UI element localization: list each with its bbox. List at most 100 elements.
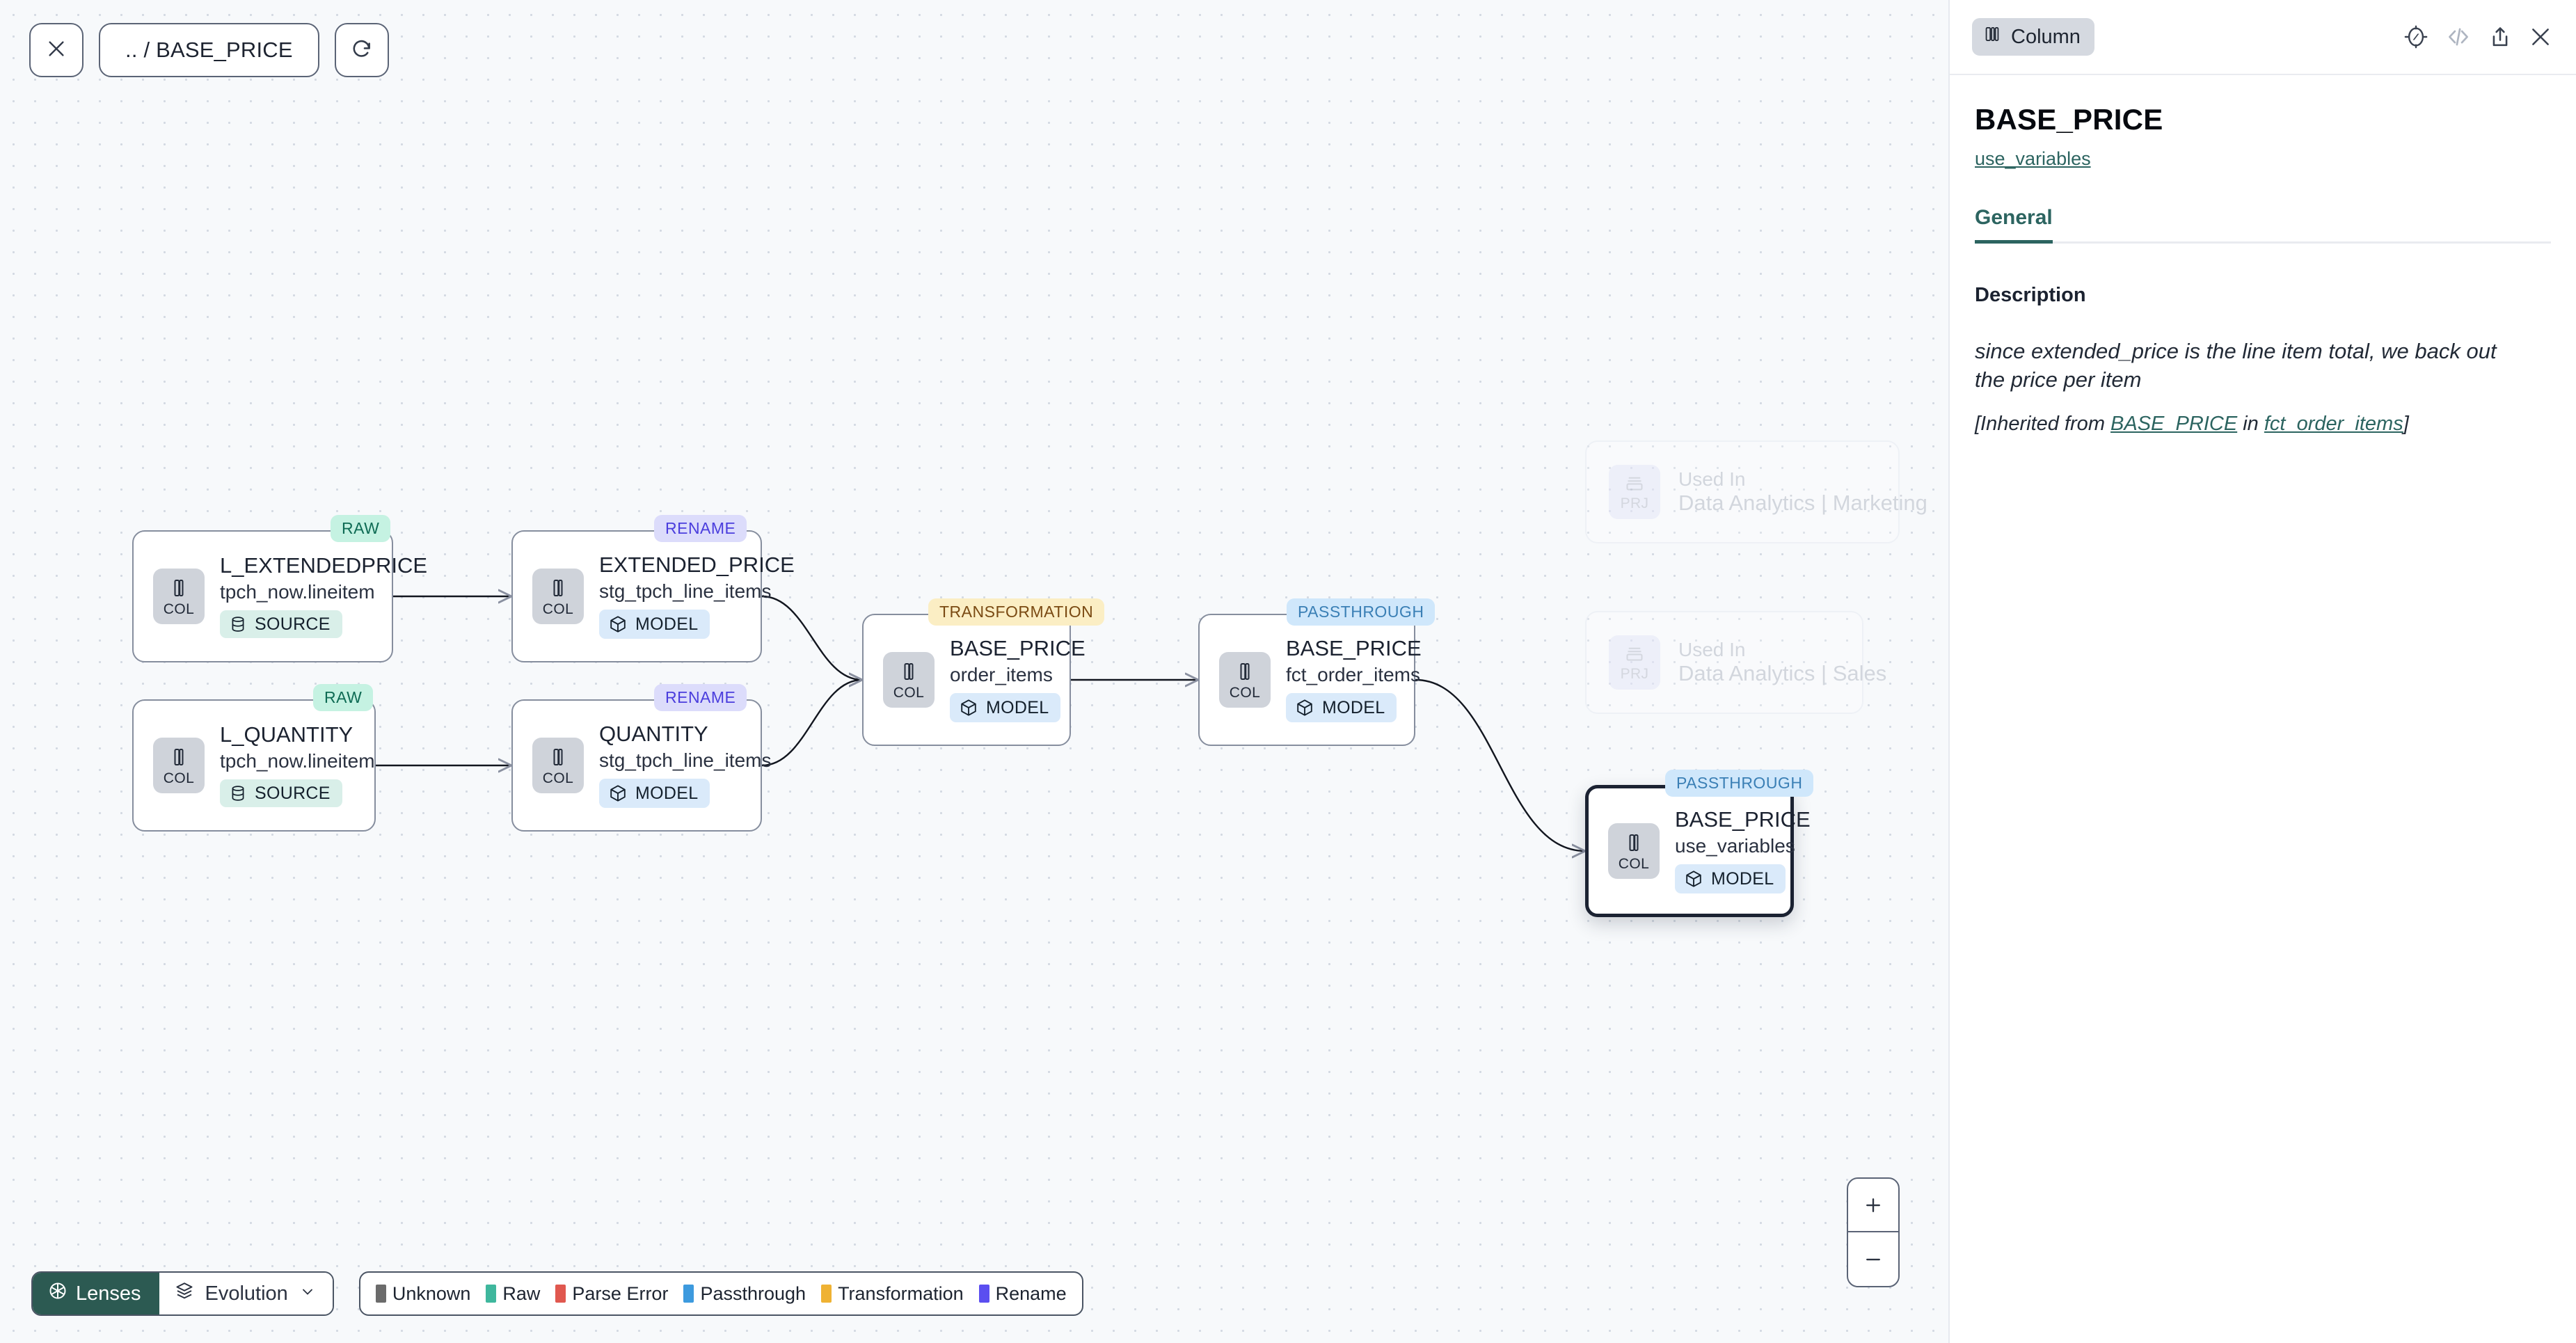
description-label: Description <box>1975 284 2086 306</box>
layers-icon <box>175 1281 194 1306</box>
zoom-out-button[interactable] <box>1848 1232 1898 1286</box>
legend-item[interactable]: Unknown <box>375 1283 470 1305</box>
cube-icon <box>610 785 626 802</box>
inherited-note: [Inherited from BASE_PRICE in fct_order_… <box>1975 413 2551 436</box>
inherited-column-link[interactable]: BASE_PRICE <box>2110 412 2238 435</box>
column-icon <box>553 580 563 597</box>
node-status-tag: RENAME <box>654 684 747 711</box>
node-title: BASE_PRICE <box>1675 806 1811 832</box>
evolution-label: Evolution <box>205 1282 288 1305</box>
project-type-chip: PRJ <box>1609 635 1660 690</box>
node-title: BASE_PRICE <box>1286 635 1422 660</box>
zoom-controls <box>1847 1177 1900 1287</box>
inherited-prefix: [Inherited from <box>1975 412 2111 435</box>
node-type-chip: COL <box>1608 823 1660 879</box>
node-title: BASE_PRICE <box>950 635 1086 660</box>
tab-general[interactable]: General <box>1975 206 2072 244</box>
parent-model-link[interactable]: use_variables <box>1975 148 2091 169</box>
edge-fctorderitems-to-usevariables <box>1415 678 1585 851</box>
node-subtitle: use_variables <box>1675 835 1795 857</box>
used-in-kicker: Used In <box>1678 468 1746 491</box>
node-kind-label: MODEL <box>635 614 699 634</box>
legend-label: Rename <box>995 1282 1067 1304</box>
refresh-button[interactable] <box>334 23 389 77</box>
compass-icon[interactable] <box>2403 24 2428 49</box>
node-kind-badge: MODEL <box>599 610 710 639</box>
node-subtitle: stg_tpch_line_items <box>599 749 772 772</box>
evolution-dropdown[interactable]: Evolution <box>159 1273 333 1314</box>
legend-swatch <box>683 1285 694 1303</box>
close-icon <box>46 38 67 63</box>
used-in-title: Data Analytics | Marketing <box>1678 491 1927 516</box>
node-type-chip: COL <box>532 738 584 793</box>
entity-type-chip[interactable]: Column <box>1972 18 2094 56</box>
node-type-label: COL <box>893 685 925 701</box>
column-icon <box>174 749 184 766</box>
legend-label: Raw <box>502 1282 541 1304</box>
node-status-tag: RAW <box>331 515 391 542</box>
node-type-label: COL <box>1618 856 1650 872</box>
cube-icon <box>961 699 976 717</box>
chevron-down-icon <box>299 1282 316 1305</box>
node-subtitle: tpch_now.lineitem <box>220 581 375 603</box>
node-kind-badge: MODEL <box>599 779 710 809</box>
node-status-tag: RAW <box>313 684 374 711</box>
close-panel-icon[interactable] <box>2529 25 2552 49</box>
project-type-label: PRJ <box>1620 666 1649 682</box>
legend-item[interactable]: Rename <box>978 1282 1067 1305</box>
column-icon <box>1240 663 1250 681</box>
node-type-chip: COL <box>532 569 584 624</box>
database-icon <box>232 786 244 802</box>
inherited-model-link[interactable]: fct_order_items <box>2264 412 2403 435</box>
node-type-chip: COL <box>883 652 935 708</box>
node-subtitle: tpch_now.lineitem <box>220 750 375 772</box>
node-kind-badge: MODEL <box>1675 864 1786 894</box>
legend-swatch <box>821 1285 832 1303</box>
legend-swatch <box>555 1285 566 1303</box>
node-status-tag: TRANSFORMATION <box>928 598 1105 626</box>
lenses-control-group: Lenses Evolution <box>31 1271 334 1316</box>
legend-item[interactable]: Raw <box>486 1283 540 1305</box>
node-kind-label: MODEL <box>1322 697 1385 717</box>
node-type-chip: COL <box>153 738 205 793</box>
close-graph-button[interactable] <box>29 23 84 77</box>
node-type-chip: COL <box>1219 652 1271 708</box>
minus-icon <box>1866 1258 1880 1260</box>
details-panel-header: Column <box>1950 0 2576 75</box>
legend-item[interactable]: Parse Error <box>555 1283 668 1305</box>
legend-item[interactable]: Transformation <box>821 1283 964 1305</box>
node-kind-label: MODEL <box>1711 868 1774 889</box>
lineage-legend: Unknown Raw Parse Error Passthrough Transfor… <box>358 1271 1083 1316</box>
node-type-label: COL <box>1229 685 1261 701</box>
share-icon[interactable] <box>2488 25 2512 49</box>
node-type-label: COL <box>163 770 195 786</box>
lenses-button[interactable]: Lenses <box>33 1273 159 1314</box>
project-icon <box>1626 647 1643 661</box>
node-subtitle: fct_order_items <box>1286 664 1420 686</box>
legend-label: Passthrough <box>700 1282 806 1304</box>
legend-item[interactable]: Passthrough <box>683 1283 806 1305</box>
code-icon[interactable] <box>2445 24 2472 49</box>
zoom-in-button[interactable] <box>1848 1179 1898 1232</box>
node-kind-label: MODEL <box>986 697 1049 717</box>
breadcrumb[interactable]: .. / BASE_PRICE <box>99 23 319 77</box>
